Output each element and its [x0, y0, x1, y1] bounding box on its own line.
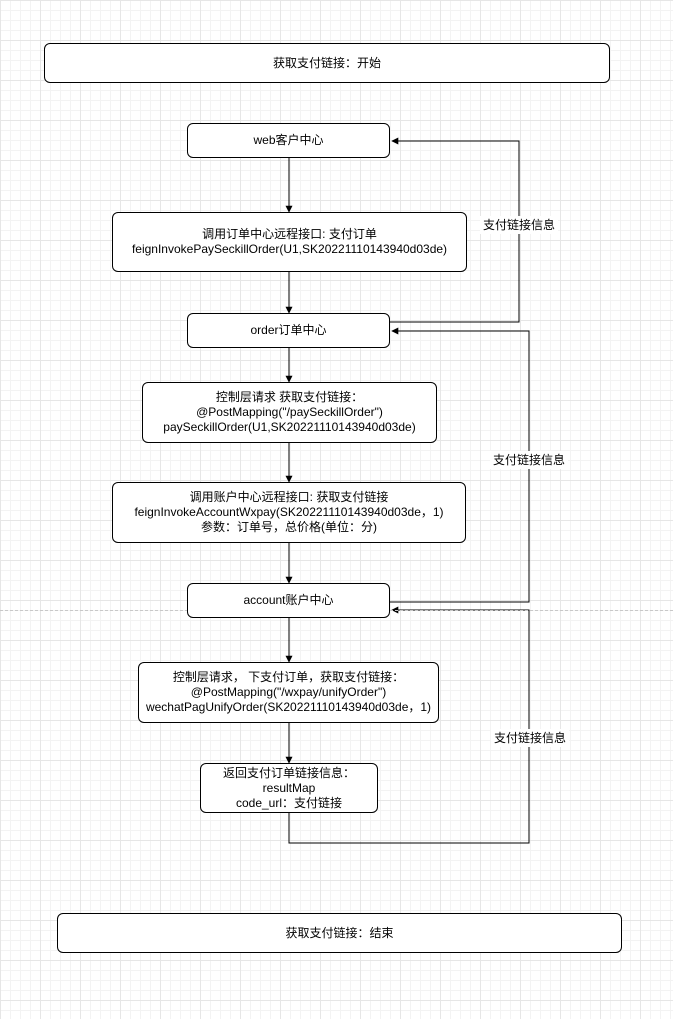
return-info-line2: resultMap — [262, 780, 316, 795]
call-order-node[interactable]: 调用订单中心远程接口: 支付订单 feignInvokePaySeckillOr… — [112, 212, 467, 272]
account-controller-line1: 控制层请求， 下支付订单，获取支付链接： — [172, 670, 405, 684]
call-order-line2: feignInvokePaySeckillOrder(U1,SK20221110… — [131, 242, 448, 256]
order-controller-line3: paySeckillOrder(U1,SK20221110143940d03de… — [163, 420, 416, 434]
end-label: 获取支付链接：结束 — [285, 925, 394, 940]
return-info-line1: 返回支付订单链接信息： — [222, 765, 355, 780]
start-label: 获取支付链接：开始 — [272, 55, 381, 70]
order-controller-node[interactable]: 控制层请求 获取支付链接： @PostMapping("/paySeckillO… — [142, 382, 437, 443]
order-center-label: order订单中心 — [250, 323, 327, 337]
call-account-line3: 参数：订单号，总价格(单位：分) — [201, 520, 377, 534]
order-center-node[interactable]: order订单中心 — [187, 313, 390, 348]
call-account-node[interactable]: 调用账户中心远程接口: 获取支付链接 feignInvokeAccountWxp… — [112, 482, 466, 543]
end-node[interactable]: 获取支付链接：结束 — [57, 913, 622, 953]
account-controller-node[interactable]: 控制层请求， 下支付订单，获取支付链接： @PostMapping("/wxpa… — [138, 662, 439, 723]
account-center-node[interactable]: account账户中心 — [187, 583, 390, 618]
edge-label-return-to-account: 支付链接信息 — [491, 729, 570, 747]
account-center-label: account账户中心 — [243, 593, 334, 607]
edge-label-return-to-order: 支付链接信息 — [490, 451, 569, 469]
edge-label-return-to-web: 支付链接信息 — [480, 216, 559, 234]
web-center-label: web客户中心 — [253, 133, 324, 147]
web-center-node[interactable]: web客户中心 — [187, 123, 390, 158]
return-info-node[interactable]: 返回支付订单链接信息： resultMap code_url：支付链接 — [200, 763, 378, 813]
order-controller-line2: @PostMapping("/paySeckillOrder") — [196, 405, 383, 419]
start-node[interactable]: 获取支付链接：开始 — [44, 43, 610, 83]
account-controller-line2: @PostMapping("/wxpay/unifyOrder") — [190, 685, 387, 699]
call-order-line1: 调用订单中心远程接口: 支付订单 — [202, 227, 377, 241]
call-account-line1: 调用账户中心远程接口: 获取支付链接 — [189, 490, 389, 504]
return-info-line3: code_url：支付链接 — [235, 795, 343, 810]
account-controller-line3: wechatPagUnifyOrder(SK20221110143940d03d… — [145, 700, 432, 714]
call-account-line2: feignInvokeAccountWxpay(SK20221110143940… — [134, 505, 444, 519]
order-controller-line1: 控制层请求 获取支付链接： — [215, 390, 364, 404]
